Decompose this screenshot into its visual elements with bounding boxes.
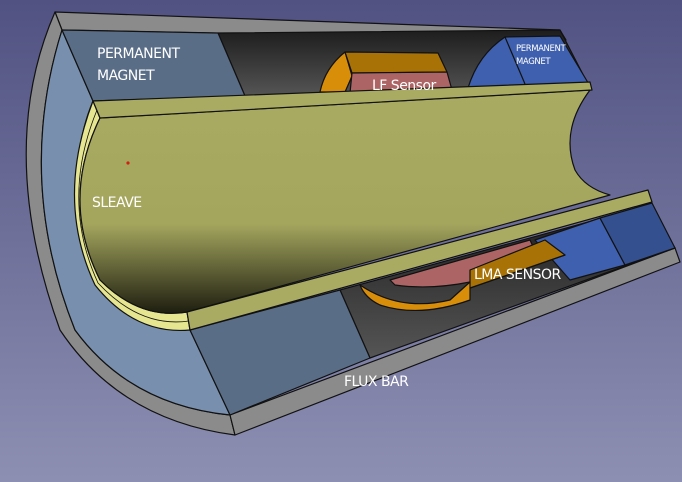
permanent-magnet-lower-2 [599, 202, 676, 266]
label-permanent-magnet-right: PERMANENT MAGNET [516, 43, 566, 69]
sleeve-inner [79, 89, 611, 314]
flux-bar [189, 289, 371, 416]
sleeve-rim-top [92, 81, 593, 119]
label-sleave: SLEAVE [92, 195, 142, 211]
label-line: MAGNET [516, 57, 551, 67]
marker-dot [126, 161, 130, 165]
lf-sensor-orange [319, 51, 353, 93]
outer-shell-bottom [229, 247, 681, 436]
label-flux-bar: FLUX BAR [344, 374, 409, 390]
label-lf-sensor: LF Sensor [372, 78, 436, 94]
label-line: PERMANENT [516, 44, 566, 54]
label-lma-sensor: LMA SENSOR [474, 267, 561, 283]
label-line: MAGNET [97, 68, 155, 84]
sleeve-rim-bottom [186, 189, 653, 331]
lf-sensor-brown [344, 51, 448, 74]
label-line: PERMANENT [97, 46, 180, 62]
lma-sensor-brown [469, 239, 566, 289]
label-permanent-magnet-left: PERMANENT MAGNET [97, 43, 180, 87]
